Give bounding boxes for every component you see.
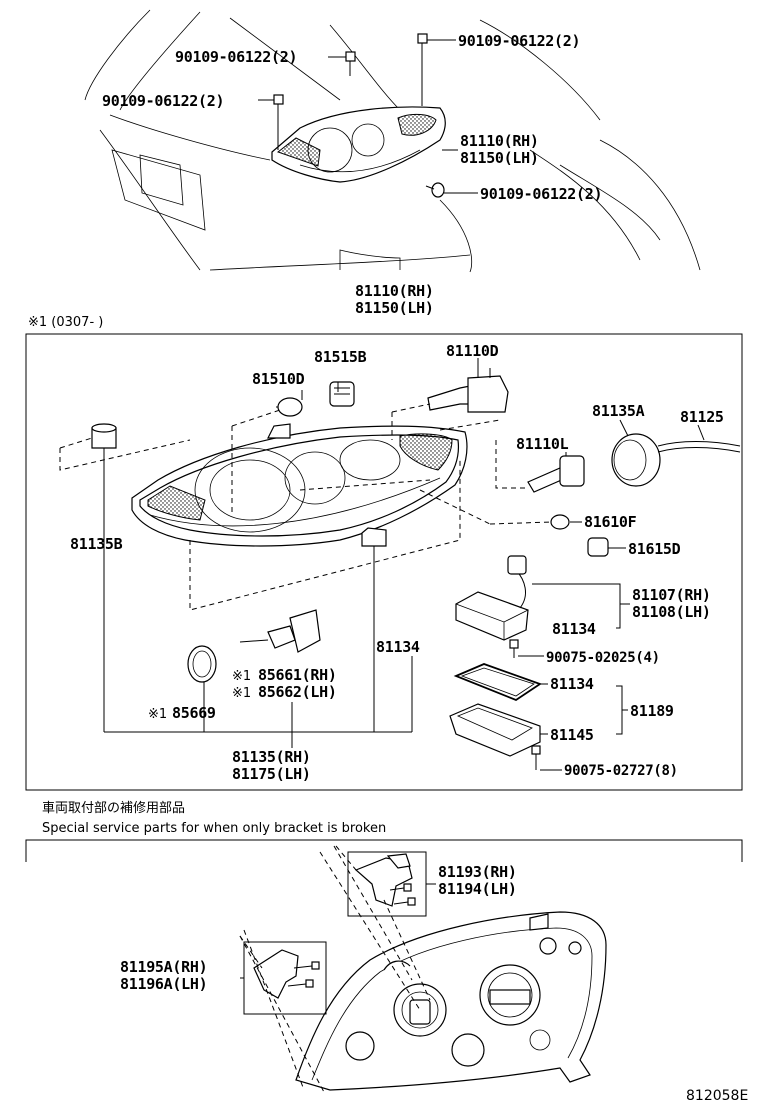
headlamp-rear-view xyxy=(295,911,607,1091)
bulb-81610f xyxy=(550,514,570,530)
bracket-81193 xyxy=(354,853,416,907)
lamp-lh-label: 81150(LH) xyxy=(460,149,539,167)
gasket-81134 xyxy=(453,663,542,702)
part-81510d: 81510D xyxy=(252,370,305,388)
footnote-label: ※1 (0307- ) xyxy=(28,315,103,330)
part-81134-ballast: 81134 xyxy=(552,620,596,638)
part-81135: 81135(RH) xyxy=(232,748,311,766)
part-85669: 85669 xyxy=(172,704,216,722)
part-81175: 81175(LH) xyxy=(232,765,311,783)
socket-81135a xyxy=(611,433,741,487)
bulb-85661 xyxy=(239,609,321,653)
part-81125: 81125 xyxy=(680,408,724,426)
part-81110l: 81110L xyxy=(516,435,569,453)
bolt-label: 90109-06122(2) xyxy=(480,185,602,203)
part-85661: 85661(RH) xyxy=(258,666,337,684)
bolt-icon xyxy=(273,33,445,198)
part-81107: 81107(RH) xyxy=(632,586,711,604)
part-81135b: 81135B xyxy=(70,535,123,553)
case-81145 xyxy=(449,703,541,770)
part-81135a: 81135A xyxy=(592,402,645,420)
part-81615d: 81615D xyxy=(628,540,681,558)
part-81134-lamp: 81134 xyxy=(376,638,420,656)
bulb-81510d xyxy=(276,397,303,417)
part-81189: 81189 xyxy=(630,702,674,720)
part-81515b: 81515B xyxy=(314,348,367,366)
part-85662: 85662(LH) xyxy=(258,683,337,701)
part-81145: 81145 xyxy=(550,726,594,744)
service-title-en: Special service parts for when only brac… xyxy=(42,821,386,836)
service-title-jp: 車両取付部の補修用部品 xyxy=(42,801,185,816)
car-front-illustration xyxy=(84,9,701,273)
main-title-rh: 81110(RH) xyxy=(355,282,434,300)
bolt-label: 90109-06122(2) xyxy=(102,92,224,110)
ring-85669 xyxy=(187,645,217,683)
part-81108: 81108(LH) xyxy=(632,603,711,621)
part-81193: 81193(RH) xyxy=(438,863,517,881)
ballast-81107 xyxy=(455,555,529,658)
socket-81515b xyxy=(329,381,355,407)
socket-81615d xyxy=(587,537,609,557)
part-81194: 81194(LH) xyxy=(438,880,517,898)
part-81195a: 81195A(RH) xyxy=(120,958,207,976)
figure-code: 812058E xyxy=(686,1088,748,1104)
bracket-81195a xyxy=(253,949,320,999)
bulb-81110l xyxy=(527,455,585,493)
part-81134-gasket: 81134 xyxy=(550,675,594,693)
main-title-lh: 81150(LH) xyxy=(355,299,434,317)
footnote-mark: ※1 xyxy=(232,686,251,701)
part-90075-02025: 90075-02025(4) xyxy=(546,650,660,666)
seal-81135b xyxy=(91,423,117,449)
part-81196a: 81196A(LH) xyxy=(120,975,207,993)
bolt-label: 90109-06122(2) xyxy=(175,48,297,66)
service-explode-lines xyxy=(239,845,431,1093)
main-parts-frame xyxy=(25,333,743,791)
part-81610f: 81610F xyxy=(584,513,637,531)
headlamp-unit xyxy=(131,423,468,547)
footnote-mark: ※1 xyxy=(148,707,167,722)
part-90075-02727: 90075-02727(8) xyxy=(564,763,678,779)
lamp-rh-label: 81110(RH) xyxy=(460,132,539,150)
car-headlamp xyxy=(271,106,446,183)
footnote-mark: ※1 xyxy=(232,669,251,684)
explode-lines xyxy=(59,403,553,611)
service-frame xyxy=(25,839,743,862)
part-81110d: 81110D xyxy=(446,342,499,360)
bolt-label: 90109-06122(2) xyxy=(458,32,580,50)
bulb-81110d xyxy=(427,368,509,413)
